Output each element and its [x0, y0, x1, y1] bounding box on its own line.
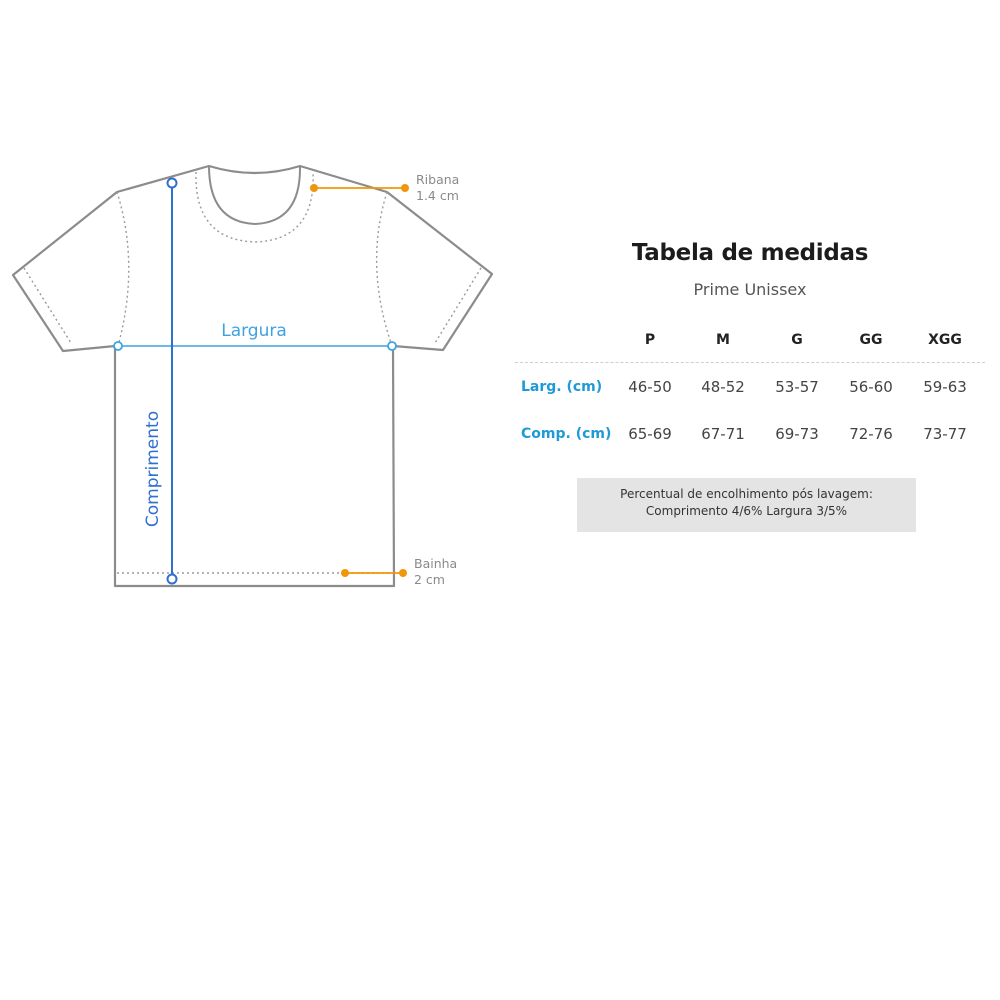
size-header-g: G — [791, 332, 803, 348]
width-label: Largura — [221, 321, 287, 341]
collar-stitch-line — [195, 171, 314, 243]
length-start-marker — [166, 177, 178, 189]
table-cell: 46-50 — [628, 378, 672, 396]
table-subtitle: Prime Unissex — [693, 280, 807, 299]
table-cell: 67-71 — [701, 425, 745, 443]
hem-callout-name: Bainha — [414, 556, 457, 571]
length-label: Comprimento — [143, 411, 163, 527]
header-divider — [515, 362, 985, 363]
size-header-p: P — [644, 332, 656, 348]
size-header-xgg: XGG — [928, 332, 962, 348]
shrinkage-note-values: Comprimento 4/6% Largura 3/5% — [645, 504, 848, 518]
collar-callout-value: 1.4 cm — [416, 188, 459, 203]
left-sleeve-seam — [116, 191, 130, 347]
table-cell: 56-60 — [849, 378, 893, 396]
table-cell: 53-57 — [775, 378, 819, 396]
hem-callout-dot-start — [341, 569, 349, 577]
width-start-marker — [113, 341, 123, 351]
collar-callout-dot-start — [310, 184, 318, 192]
table-cell: 59-63 — [923, 378, 967, 396]
size-header-gg: GG — [859, 332, 883, 348]
shrinkage-note-title: Percentual de encolhimento pós lavagem: — [620, 487, 873, 501]
size-header-m: M — [716, 332, 730, 348]
tshirt-outline — [11, 164, 494, 588]
right-sleeve-seam — [375, 191, 393, 347]
row-label-width: Larg. (cm) — [521, 379, 603, 395]
collar-inner-outline — [208, 165, 302, 226]
table-cell: 73-77 — [923, 425, 967, 443]
hem-callout-value: 2 cm — [414, 572, 445, 587]
table-cell: 69-73 — [775, 425, 819, 443]
width-end-marker — [387, 341, 397, 351]
shrinkage-note: Percentual de encolhimento pós lavagem: … — [577, 478, 916, 532]
table-cell: 72-76 — [849, 425, 893, 443]
table-cell: 65-69 — [628, 425, 672, 443]
table-title: Tabela de medidas — [631, 240, 869, 266]
hem-callout-dot-end — [399, 569, 407, 577]
collar-callout-dot-end — [401, 184, 409, 192]
length-end-marker — [166, 573, 178, 585]
collar-callout-name: Ribana — [416, 172, 459, 187]
table-cell: 48-52 — [701, 378, 745, 396]
row-label-length: Comp. (cm) — [521, 426, 612, 442]
